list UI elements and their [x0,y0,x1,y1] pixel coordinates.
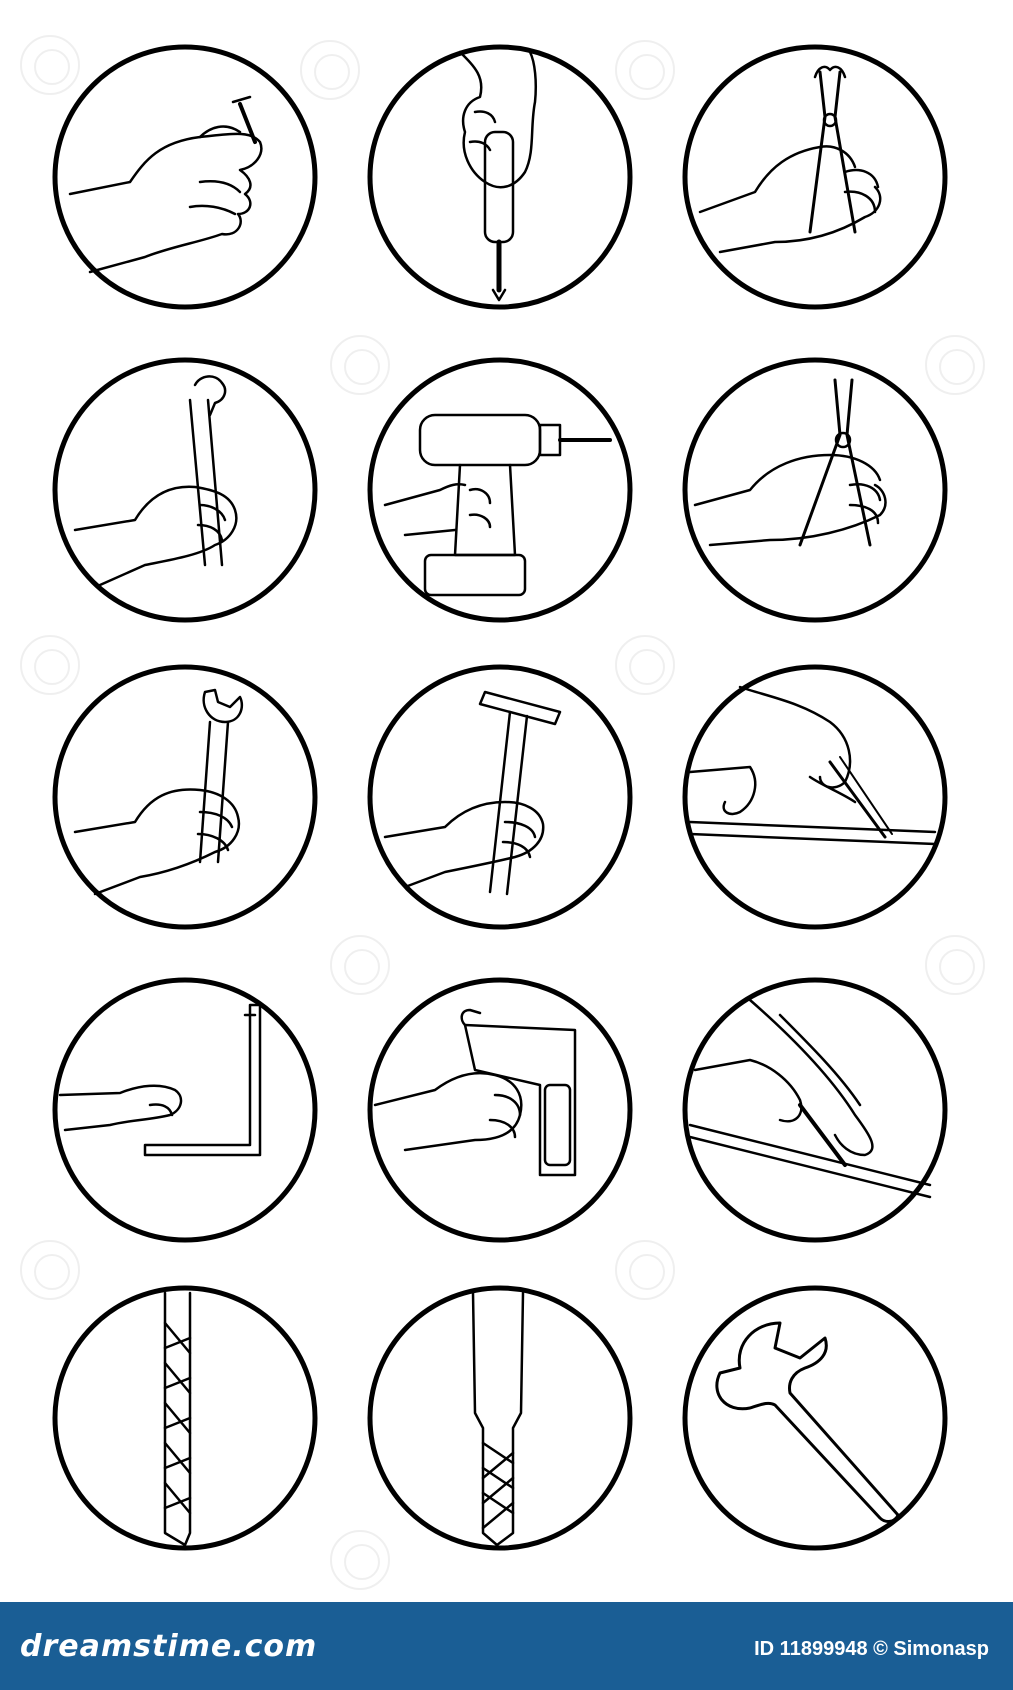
wood-drill-bit-icon [365,1283,635,1553]
hand-holding-cordless-drill-icon [365,355,635,625]
hand-holding-hammer-icon [365,662,635,932]
watermark-swirl-icon [615,1240,675,1300]
hand-holding-nail-icon [50,42,320,312]
hands-with-ruler-and-pencil-icon [680,662,950,932]
watermark-swirl-icon [615,635,675,695]
watermark-footer-bar: dreamstime.com ID 11899948 © Simonasp [0,1602,1013,1690]
open-end-wrench-icon [680,1283,950,1553]
image-credit: ID 11899948 © Simonasp [754,1638,989,1660]
hand-holding-screwdriver-icon [365,42,635,312]
watermark-swirl-icon [330,1530,390,1590]
watermark-swirl-icon [20,635,80,695]
hand-holding-staple-gun-icon [365,975,635,1245]
watermark-swirl-icon [330,335,390,395]
hand-holding-adjustable-wrench-icon [50,662,320,932]
watermark-swirl-icon [925,335,985,395]
drill-bit-icon [50,1283,320,1553]
watermark-swirl-icon [615,40,675,100]
watermark-swirl-icon [20,1240,80,1300]
watermark-swirl-icon [20,35,80,95]
brand-logo: dreamstime.com [20,1629,318,1664]
watermark-swirl-icon [330,935,390,995]
watermark-swirl-icon [300,40,360,100]
hand-holding-square-ruler-icon [50,975,320,1245]
hand-holding-needle-nose-pliers-icon [680,355,950,625]
hand-holding-pliers-icon [680,42,950,312]
watermark-swirl-icon [925,935,985,995]
icon-grid [20,35,985,1590]
hands-cutting-with-utility-knife-icon [680,975,950,1245]
hand-holding-pipe-wrench-icon [50,355,320,625]
